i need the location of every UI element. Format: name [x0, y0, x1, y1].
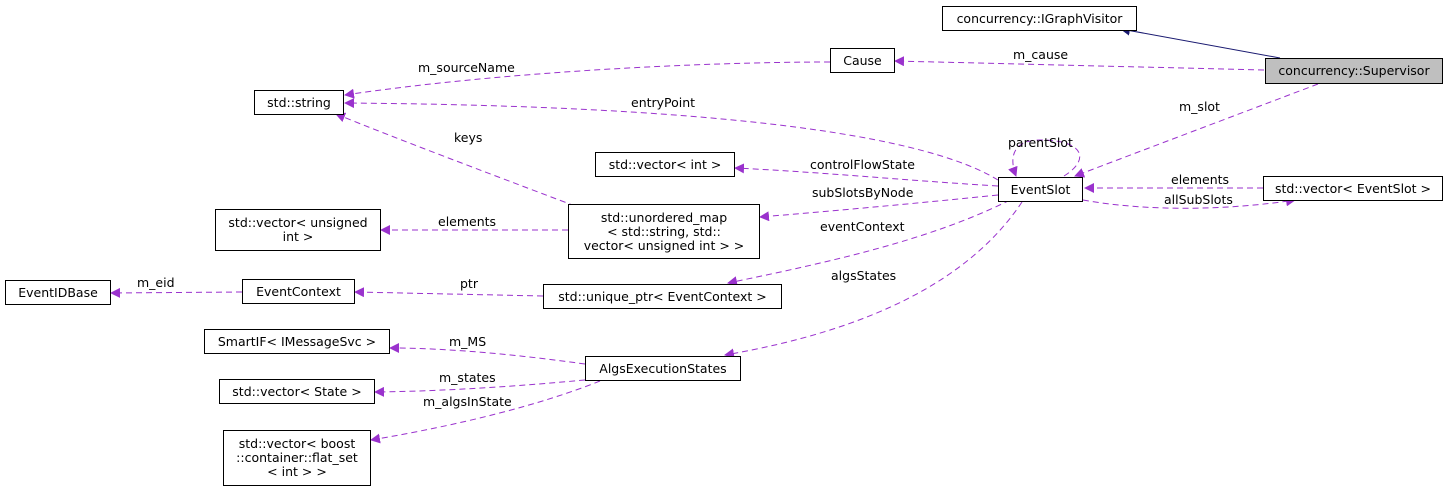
- label-entrypoint: entryPoint: [631, 95, 696, 110]
- edge-entrypoint: [344, 98, 999, 181]
- node-unordered-map[interactable]: std::unordered_map < std::string, std:: …: [568, 204, 760, 259]
- label-m-slot: m_slot: [1179, 99, 1220, 114]
- edge-allsubslots: [1082, 196, 1296, 209]
- edge-m-ms: [389, 343, 586, 365]
- label-controlflowstate: controlFlowState: [810, 157, 915, 172]
- label-m-cause: m_cause: [1013, 47, 1069, 62]
- edge-algsstates: [724, 201, 1023, 359]
- edge-m-cause: [894, 56, 1265, 71]
- node-cause[interactable]: Cause: [830, 48, 895, 73]
- node-smartif[interactable]: SmartIF< IMessageSvc >: [204, 329, 390, 354]
- edge-controlflowstate: [734, 163, 999, 187]
- label-m-sourcename: m_sourceName: [418, 60, 515, 75]
- label-ptr: ptr: [460, 276, 478, 291]
- node-vector-flatset[interactable]: std::vector< boost ::container::flat_set…: [223, 430, 371, 486]
- edge-m-states: [374, 379, 586, 397]
- label-subslotsbynode: subSlotsByNode: [812, 185, 914, 200]
- label-elements-slot: elements: [1171, 172, 1230, 187]
- edge-inheritance: [1120, 25, 1281, 59]
- edge-m-sourcename: [344, 61, 831, 99]
- node-std-string[interactable]: std::string: [254, 90, 344, 115]
- label-m-states: m_states: [439, 370, 496, 385]
- node-vector-eventslot[interactable]: std::vector< EventSlot >: [1263, 176, 1443, 201]
- label-keys: keys: [454, 130, 483, 145]
- node-vector-state[interactable]: std::vector< State >: [219, 379, 375, 404]
- edge-ptr: [354, 287, 544, 298]
- label-eventcontext: eventContext: [820, 219, 905, 234]
- label-elements-map: elements: [438, 214, 497, 229]
- node-algsexecutionstates[interactable]: AlgsExecutionStates: [585, 356, 741, 381]
- node-supervisor[interactable]: concurrency::Supervisor: [1265, 58, 1443, 84]
- label-m-eid: m_eid: [137, 275, 175, 290]
- label-algsstates: algsStates: [831, 268, 897, 283]
- edge-m-algsinstate: [370, 380, 601, 444]
- edge-subslotsbynode: [759, 194, 999, 222]
- node-eventidbase[interactable]: EventIDBase: [5, 280, 111, 305]
- node-vector-unsigned[interactable]: std::vector< unsigned int >: [215, 209, 381, 251]
- edge-eventcontext: [727, 199, 1011, 287]
- edge-m-slot: [1074, 83, 1319, 178]
- label-parentslot: parentSlot: [1008, 135, 1073, 150]
- label-m-ms: m_MS: [449, 334, 487, 349]
- edge-parentslot: [1008, 139, 1081, 177]
- node-vector-int[interactable]: std::vector< int >: [595, 152, 735, 177]
- label-m-algsinstate: m_algsInState: [423, 394, 512, 409]
- edge-keys: [335, 112, 576, 207]
- edge-m-eid: [110, 287, 243, 298]
- node-unique-ptr[interactable]: std::unique_ptr< EventContext >: [543, 284, 782, 309]
- node-igraphvisitor[interactable]: concurrency::IGraphVisitor: [942, 6, 1137, 31]
- label-allsubslots: allSubSlots: [1164, 192, 1233, 207]
- node-eventslot[interactable]: EventSlot: [998, 177, 1083, 202]
- node-eventcontext[interactable]: EventContext: [242, 279, 355, 304]
